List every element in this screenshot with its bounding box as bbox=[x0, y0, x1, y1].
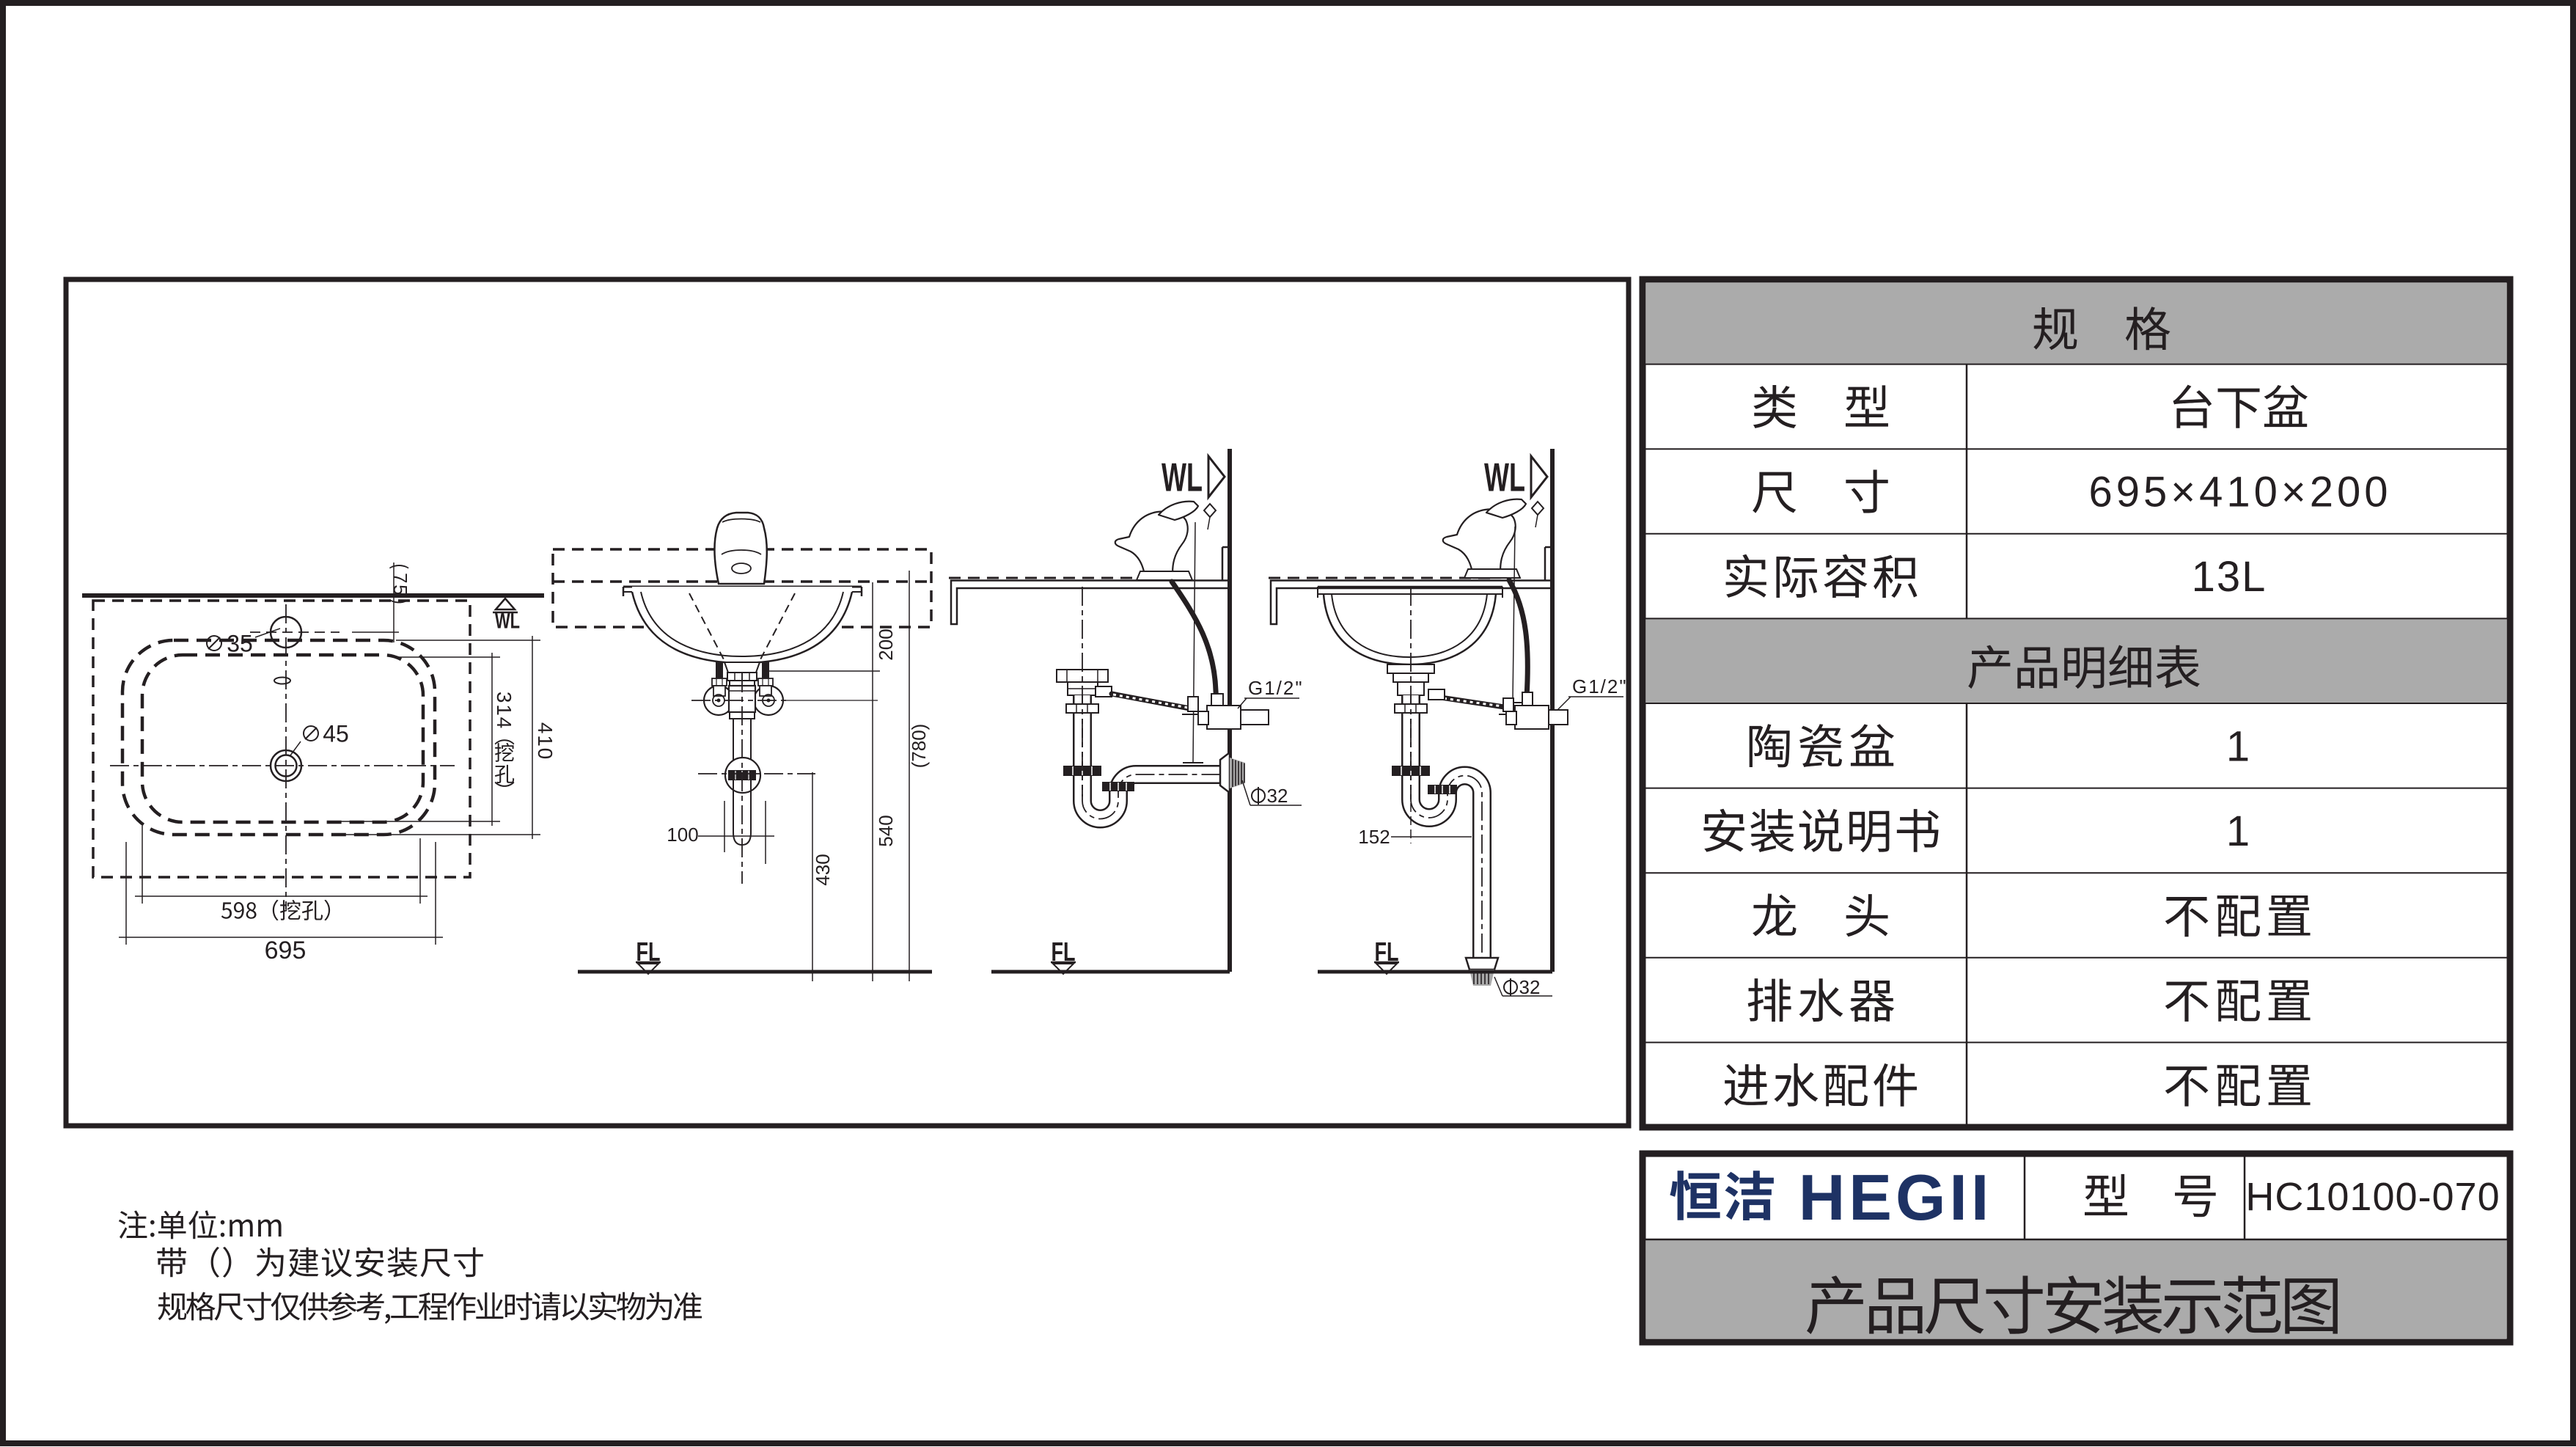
svg-text:WL: WL bbox=[495, 609, 520, 634]
svg-text:(780): (780) bbox=[908, 724, 930, 769]
svg-text:695×410×200: 695×410×200 bbox=[2088, 469, 2391, 516]
svg-text:5: 5 bbox=[389, 585, 411, 595]
svg-text:WL: WL bbox=[1162, 455, 1203, 500]
svg-text:540: 540 bbox=[875, 815, 897, 846]
svg-text:HC10100-070: HC10100-070 bbox=[2245, 1175, 2500, 1219]
svg-text:G1/2": G1/2" bbox=[1572, 675, 1628, 697]
svg-text:13L: 13L bbox=[2192, 553, 2267, 601]
svg-text:32: 32 bbox=[1519, 976, 1541, 998]
svg-text:200: 200 bbox=[875, 629, 897, 660]
svg-text:1: 1 bbox=[534, 735, 557, 747]
svg-text:1: 1 bbox=[2226, 722, 2250, 770]
svg-text:HEGII: HEGII bbox=[1799, 1161, 1993, 1234]
svg-text:32: 32 bbox=[1267, 785, 1288, 807]
svg-text:1: 1 bbox=[493, 704, 515, 716]
svg-text:0: 0 bbox=[534, 748, 557, 760]
svg-text:4: 4 bbox=[493, 717, 515, 729]
svg-text:430: 430 bbox=[812, 854, 834, 885]
svg-text:WL: WL bbox=[1484, 455, 1525, 500]
svg-text:3: 3 bbox=[493, 692, 515, 703]
svg-text:7: 7 bbox=[389, 573, 411, 583]
svg-text:695: 695 bbox=[265, 937, 307, 964]
svg-text:152: 152 bbox=[1358, 826, 1390, 848]
svg-text:G1/2": G1/2" bbox=[1248, 677, 1304, 699]
svg-text:1: 1 bbox=[2226, 807, 2250, 855]
svg-text:4: 4 bbox=[534, 722, 557, 734]
svg-text:35: 35 bbox=[227, 630, 253, 656]
svg-text:100: 100 bbox=[667, 824, 698, 846]
svg-text:45: 45 bbox=[323, 720, 349, 747]
